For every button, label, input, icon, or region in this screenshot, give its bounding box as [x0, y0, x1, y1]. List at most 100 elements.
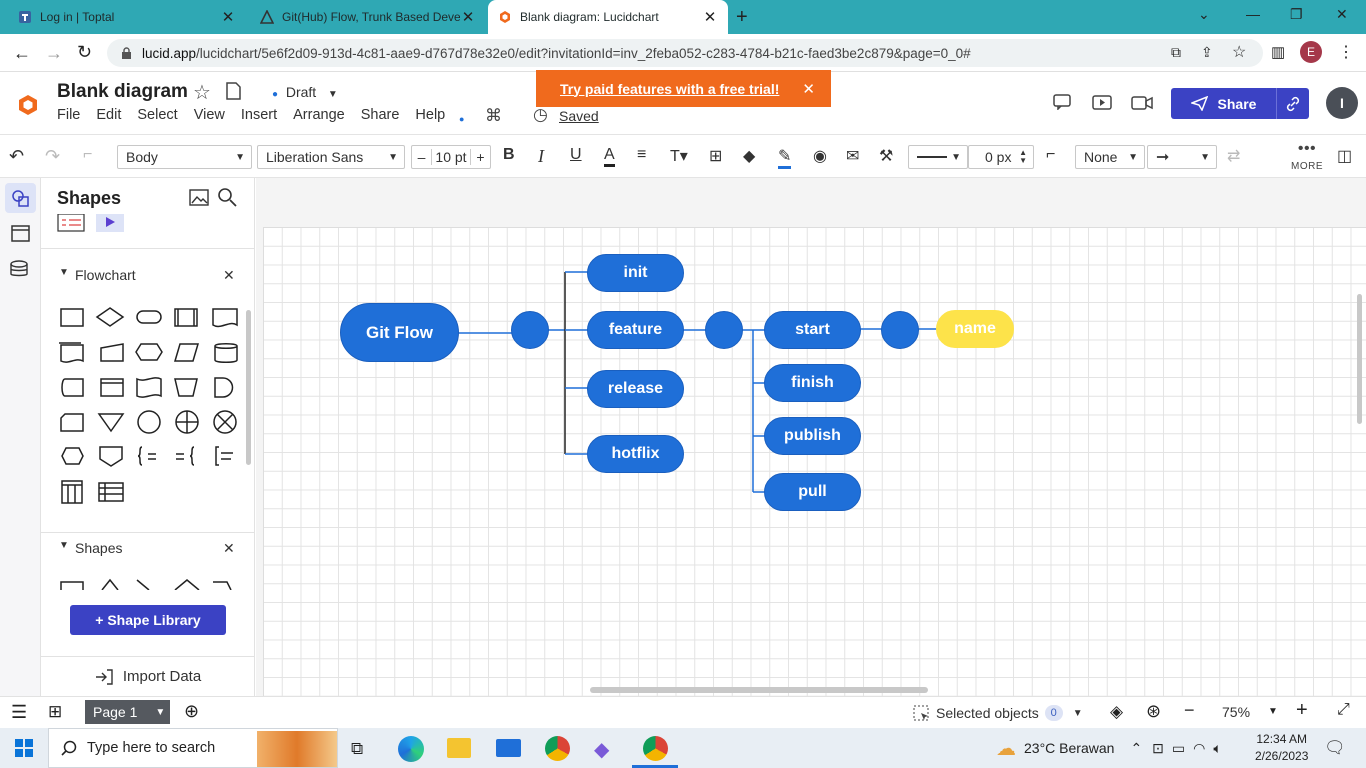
tab-search-chevron-icon[interactable]: ⌄: [1198, 6, 1210, 22]
bookmark-star-icon[interactable]: ☆: [1232, 44, 1247, 61]
new-tab-icon[interactable]: +: [736, 6, 748, 28]
line-style-select[interactable]: ▼: [908, 145, 968, 169]
close-section-icon[interactable]: ✕: [223, 267, 235, 283]
restore-icon[interactable]: ❐: [1290, 6, 1303, 22]
browser-tab-toptal[interactable]: Log in | Toptal ✕: [8, 0, 246, 34]
zoom-in-icon[interactable]: +: [1296, 699, 1308, 721]
weather-icon[interactable]: ☁: [996, 737, 1016, 760]
arrow-end-select[interactable]: ➞▼: [1147, 145, 1217, 169]
present-icon[interactable]: [1092, 95, 1112, 110]
node-init[interactable]: init: [587, 254, 684, 292]
star-icon[interactable]: ☆: [193, 82, 211, 104]
share-button[interactable]: Share: [1171, 88, 1276, 119]
grid-view-icon[interactable]: ⊞: [48, 702, 63, 721]
node-finish[interactable]: finish: [764, 364, 861, 402]
decrease-size-button[interactable]: –: [412, 149, 432, 165]
diagram-page[interactable]: [263, 227, 1366, 696]
fullscreen-icon[interactable]: ⤢: [1337, 701, 1350, 718]
node-name[interactable]: name: [936, 310, 1014, 348]
windows-start-icon[interactable]: [15, 739, 33, 757]
canvas-h-scrollbar[interactable]: [590, 687, 928, 693]
notifications-icon[interactable]: 🗨︎: [1324, 738, 1346, 757]
page-tab[interactable]: Page 1▼: [85, 700, 170, 724]
share-page-icon[interactable]: ⇪: [1201, 44, 1213, 60]
zoom-level[interactable]: 75%: [1222, 704, 1251, 720]
file-explorer-icon[interactable]: [447, 738, 471, 758]
chrome-icon[interactable]: [545, 736, 570, 761]
menu-help[interactable]: Help: [415, 107, 446, 123]
node-publish[interactable]: publish: [764, 417, 861, 455]
node-feature[interactable]: feature: [587, 311, 684, 349]
taskbar-search[interactable]: Type here to search: [48, 728, 338, 768]
profile-avatar[interactable]: E: [1300, 41, 1322, 63]
underline-icon[interactable]: U: [570, 146, 582, 163]
minimize-icon[interactable]: —: [1246, 6, 1260, 22]
edge-icon[interactable]: [398, 736, 424, 762]
user-avatar[interactable]: I: [1326, 87, 1358, 119]
feature-finder-icon[interactable]: ⌘: [485, 106, 502, 125]
task-view-icon[interactable]: ⧉: [351, 739, 364, 758]
swap-arrows-icon[interactable]: ⇄: [1227, 148, 1241, 165]
wifi-icon[interactable]: ◠: [1193, 739, 1206, 756]
forward-icon[interactable]: →: [45, 43, 63, 63]
node-start[interactable]: start: [764, 311, 861, 349]
templates-icon[interactable]: [11, 225, 30, 242]
close-window-icon[interactable]: ✕: [1336, 6, 1348, 22]
import-data-button[interactable]: Import Data: [41, 656, 255, 696]
draft-status[interactable]: ● Draft ▼: [272, 84, 338, 100]
close-promo-icon[interactable]: ✕: [802, 80, 815, 98]
font-size-stepper[interactable]: – 10 pt +: [411, 145, 491, 169]
chrome-active-icon[interactable]: [643, 736, 668, 761]
node-hub[interactable]: [511, 311, 549, 349]
close-tab-icon[interactable]: ✕: [221, 9, 235, 26]
italic-icon[interactable]: I: [538, 146, 544, 166]
more-button[interactable]: •••MORE: [1291, 141, 1323, 173]
navigate-icon[interactable]: ⊛: [1146, 701, 1162, 721]
app-icon[interactable]: ◆: [594, 739, 610, 761]
add-page-icon[interactable]: ⊕: [184, 701, 200, 721]
shapes-rail-button[interactable]: [5, 183, 36, 213]
text-options-icon[interactable]: T▾: [670, 148, 688, 165]
text-color-icon[interactable]: A: [604, 146, 615, 167]
panel-toggle-icon[interactable]: ◫: [1337, 148, 1353, 165]
canvas-v-scrollbar[interactable]: [1357, 294, 1362, 424]
line-color-icon[interactable]: ✎: [778, 146, 792, 169]
panel-scrollbar[interactable]: [246, 310, 251, 465]
reload-icon[interactable]: ↻: [77, 42, 93, 62]
align-icon[interactable]: ≡: [637, 146, 647, 163]
layers-icon[interactable]: ◈: [1110, 702, 1124, 721]
tray-app-icon[interactable]: ⊡: [1152, 739, 1164, 756]
promo-link[interactable]: Try paid features with a free trial!: [560, 80, 780, 97]
format-painter-icon[interactable]: ⌐: [83, 146, 93, 163]
line-width-stepper[interactable]: 0 px▲▼: [968, 145, 1034, 169]
font-select[interactable]: Liberation Sans▼: [257, 145, 405, 169]
saved-status[interactable]: Saved: [559, 108, 599, 124]
weather-text[interactable]: 23°C Berawan: [1024, 740, 1115, 756]
volume-icon[interactable]: 🔈︎: [1213, 739, 1222, 756]
menu-share[interactable]: Share: [360, 107, 400, 123]
menu-edit[interactable]: Edit: [96, 107, 122, 123]
node-release[interactable]: release: [587, 370, 684, 408]
search-icon[interactable]: [217, 187, 237, 207]
close-tab-icon[interactable]: ✕: [461, 9, 475, 26]
flowchart-section-header[interactable]: ▼ Flowchart ✕: [41, 267, 255, 287]
chevron-down-icon[interactable]: ▼: [1268, 706, 1278, 717]
history-icon[interactable]: ◷: [533, 105, 548, 124]
tray-chevron-icon[interactable]: ⌃: [1130, 739, 1143, 756]
copy-link-button[interactable]: [1276, 88, 1309, 119]
document-title[interactable]: Blank diagram: [57, 81, 188, 102]
node-pull[interactable]: pull: [764, 473, 861, 511]
flowchart-shape-grid[interactable]: [57, 304, 247, 504]
menu-view[interactable]: View: [193, 107, 225, 123]
lucid-logo-icon[interactable]: [17, 94, 39, 116]
side-panel-icon[interactable]: ▥: [1271, 44, 1286, 61]
node-start-hub[interactable]: [881, 311, 919, 349]
list-shape-icon[interactable]: [57, 214, 85, 232]
comments-icon[interactable]: [1053, 94, 1071, 110]
undo-icon[interactable]: ↶: [9, 146, 25, 166]
battery-icon[interactable]: ▭: [1171, 739, 1186, 756]
menu-insert[interactable]: Insert: [240, 107, 278, 123]
node-git-flow[interactable]: Git Flow: [340, 303, 459, 362]
page-action-icon[interactable]: ⧉: [1171, 44, 1181, 60]
url-field[interactable]: lucid.app/lucidchart/5e6f2d09-913d-4c81-…: [107, 39, 1263, 67]
